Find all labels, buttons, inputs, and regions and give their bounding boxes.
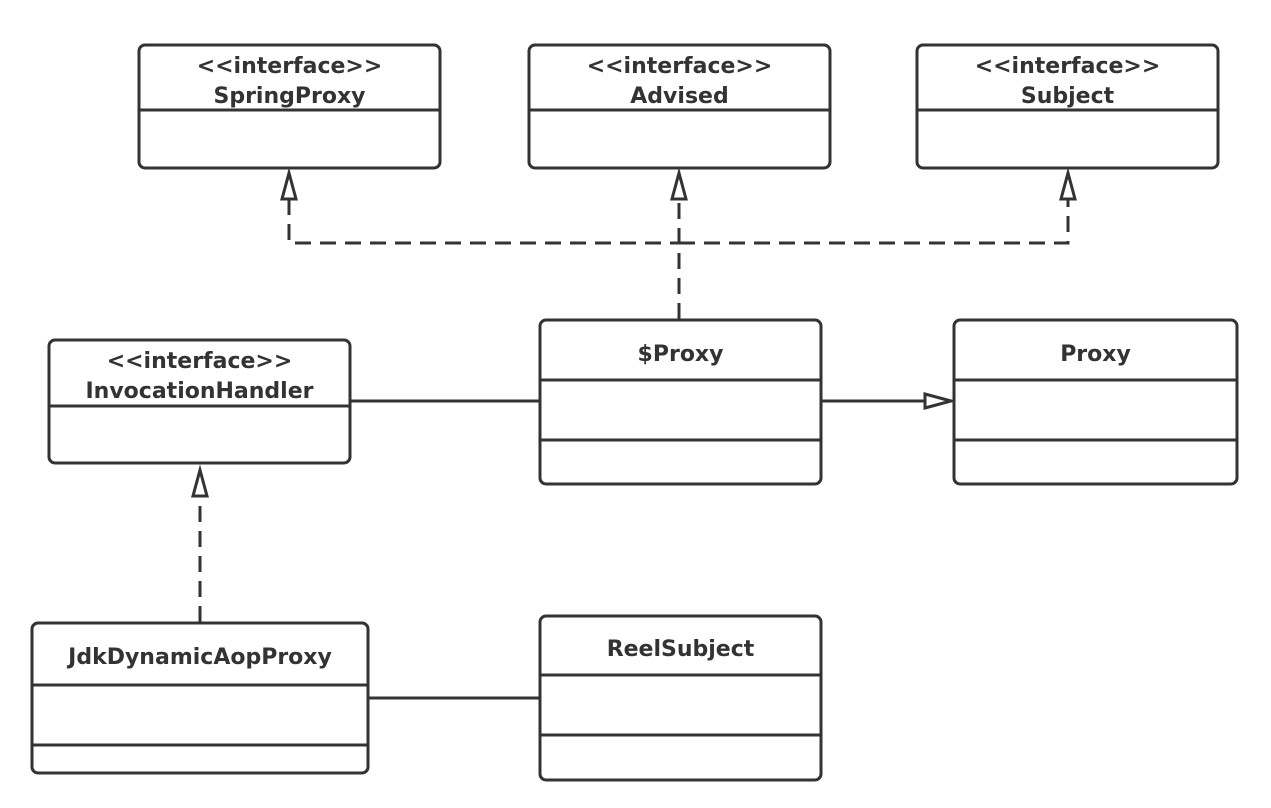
class-subject[interactable]: <<interface>> Subject	[915, 43, 1220, 170]
class-jdkdynamicaopproxy[interactable]: JdkDynamicAopProxy	[30, 621, 370, 775]
class-name: $Proxy	[638, 342, 724, 367]
class-reelsubject[interactable]: ReelSubject	[538, 614, 823, 782]
class-name: Subject	[1021, 84, 1115, 109]
realization-edge-springproxy	[287, 199, 679, 245]
hollow-arrowhead-subject	[1059, 167, 1077, 201]
class-name: ReelSubject	[607, 637, 755, 662]
hollow-arrowhead-advised	[670, 167, 688, 201]
class-springproxy[interactable]: <<interface>> SpringProxy	[137, 43, 442, 170]
realization-edge-subject	[679, 199, 1070, 245]
class-proxy[interactable]: Proxy	[952, 318, 1239, 486]
class-name: JdkDynamicAopProxy	[66, 645, 332, 670]
stereotype-label: <<interface>>	[197, 54, 383, 79]
class-invocationhandler[interactable]: <<interface>> InvocationHandler	[47, 338, 352, 465]
hollow-arrowhead-springproxy	[280, 167, 298, 201]
stereotype-label: <<interface>>	[975, 54, 1161, 79]
hollow-arrowhead-invocationhandler	[191, 464, 209, 498]
stereotype-label: <<interface>>	[587, 54, 773, 79]
class-name: Advised	[630, 84, 728, 109]
class-advised[interactable]: <<interface>> Advised	[527, 43, 832, 170]
class-dollar-proxy[interactable]: $Proxy	[538, 318, 823, 486]
hollow-arrowhead-proxy	[923, 392, 957, 410]
class-name: InvocationHandler	[85, 379, 313, 404]
class-name: SpringProxy	[213, 84, 365, 109]
stereotype-label: <<interface>>	[107, 349, 293, 374]
class-name: Proxy	[1060, 342, 1131, 367]
